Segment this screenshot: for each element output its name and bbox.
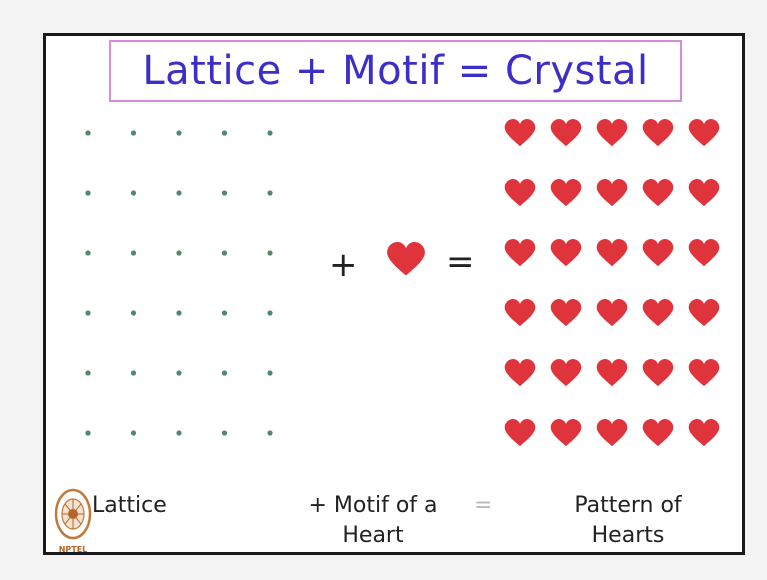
heart-icon bbox=[596, 419, 628, 447]
nptel-logo-icon bbox=[54, 488, 92, 540]
lattice-grid bbox=[85, 130, 273, 436]
lattice-point bbox=[267, 190, 273, 196]
lattice-point bbox=[130, 310, 137, 316]
lattice-point bbox=[85, 190, 91, 196]
heart-icon bbox=[642, 419, 674, 447]
heart-icon bbox=[688, 299, 720, 327]
lattice-point bbox=[221, 250, 228, 256]
lattice-point bbox=[221, 310, 228, 316]
slide-title: Lattice + Motif = Crystal bbox=[142, 48, 649, 94]
caption-lattice: Lattice bbox=[92, 493, 167, 518]
heart-icon bbox=[504, 359, 536, 387]
lattice-point bbox=[130, 190, 137, 196]
lattice-point bbox=[85, 250, 91, 256]
heart-icon bbox=[504, 239, 536, 267]
lattice-point bbox=[221, 370, 228, 376]
slide-frame bbox=[43, 33, 745, 555]
caption-motif: + Motif of a Heart bbox=[292, 491, 454, 551]
crystal-heart-grid bbox=[504, 119, 720, 447]
heart-icon bbox=[596, 359, 628, 387]
caption-motif-line1: + Motif of a bbox=[308, 493, 438, 518]
logo-label: NPTEL bbox=[58, 545, 88, 554]
heart-icon bbox=[688, 239, 720, 267]
lattice-point bbox=[267, 250, 273, 256]
heart-icon bbox=[504, 179, 536, 207]
heart-icon bbox=[550, 179, 582, 207]
heart-icon bbox=[550, 119, 582, 147]
caption-pattern: Pattern of Hearts bbox=[556, 491, 700, 551]
lattice-point bbox=[221, 430, 228, 436]
equals-sign: = bbox=[446, 242, 475, 282]
lattice-point bbox=[130, 130, 137, 136]
lattice-point bbox=[85, 370, 91, 376]
lattice-point bbox=[85, 430, 91, 436]
caption-equals: = bbox=[474, 493, 493, 518]
heart-icon bbox=[550, 299, 582, 327]
heart-icon bbox=[642, 239, 674, 267]
lattice-point bbox=[267, 430, 273, 436]
lattice-point bbox=[85, 130, 91, 136]
lattice-point bbox=[130, 430, 137, 436]
heart-icon bbox=[550, 419, 582, 447]
lattice-point bbox=[221, 130, 228, 136]
lattice-point bbox=[130, 370, 137, 376]
heart-icon bbox=[642, 299, 674, 327]
heart-icon bbox=[596, 299, 628, 327]
heart-icon bbox=[550, 239, 582, 267]
heart-icon bbox=[596, 119, 628, 147]
lattice-point bbox=[176, 430, 182, 436]
lattice-point bbox=[176, 190, 182, 196]
lattice-point bbox=[176, 130, 182, 136]
lattice-point bbox=[221, 190, 228, 196]
heart-icon bbox=[504, 299, 536, 327]
heart-icon bbox=[688, 419, 720, 447]
heart-icon bbox=[504, 419, 536, 447]
lattice-point bbox=[267, 130, 273, 136]
heart-icon bbox=[688, 359, 720, 387]
heart-icon bbox=[596, 239, 628, 267]
heart-icon bbox=[688, 119, 720, 147]
lattice-point bbox=[176, 310, 182, 316]
caption-motif-line2: Heart bbox=[342, 523, 404, 548]
title-box: Lattice + Motif = Crystal bbox=[109, 40, 682, 102]
lattice-point bbox=[176, 250, 182, 256]
heart-icon bbox=[550, 359, 582, 387]
heart-icon bbox=[642, 359, 674, 387]
lattice-point bbox=[176, 370, 182, 376]
lattice-point bbox=[130, 250, 137, 256]
heart-icon bbox=[504, 119, 536, 147]
caption-pattern-line1: Pattern of bbox=[574, 493, 682, 518]
lattice-point bbox=[85, 310, 91, 316]
heart-icon bbox=[596, 179, 628, 207]
lattice-point bbox=[267, 310, 273, 316]
lattice-point bbox=[267, 370, 273, 376]
heart-icon bbox=[688, 179, 720, 207]
motif-heart-icon bbox=[387, 242, 425, 276]
heart-icon bbox=[642, 179, 674, 207]
heart-icon bbox=[642, 119, 674, 147]
caption-pattern-line2: Hearts bbox=[591, 523, 665, 548]
plus-sign: + bbox=[329, 245, 358, 285]
